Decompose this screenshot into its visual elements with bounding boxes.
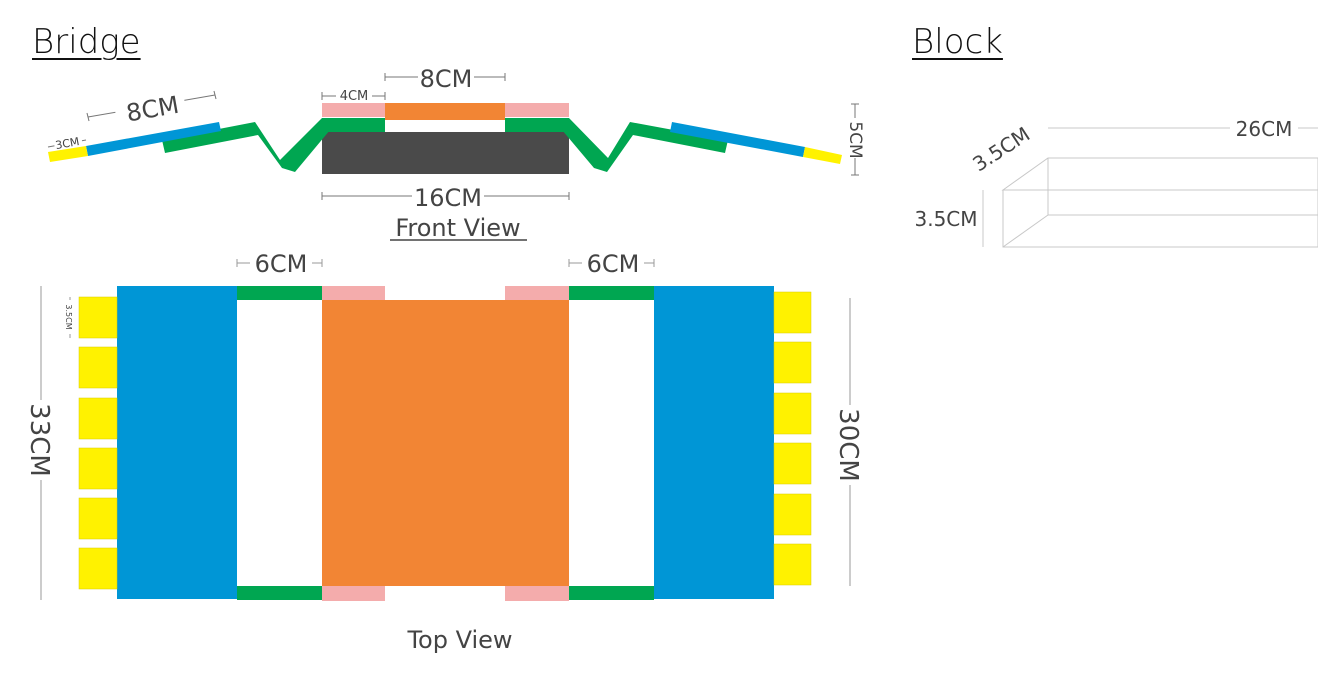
top-yellow-tab-right bbox=[773, 493, 812, 536]
top-yellow-tab-right bbox=[773, 392, 812, 435]
top-green-rail bbox=[569, 286, 654, 300]
block-heading: Block bbox=[912, 22, 1003, 62]
top-dim-right-height: 30CM bbox=[833, 408, 863, 482]
top-dim-left-height: 33CM bbox=[24, 403, 54, 477]
front-pad-right bbox=[505, 103, 569, 117]
block-dim-height: 3.5CM bbox=[914, 207, 977, 231]
block-front-face bbox=[1002, 189, 1318, 248]
top-dim-left-gap: 6CM bbox=[255, 250, 308, 278]
top-yellow-tab-right bbox=[773, 291, 812, 334]
bridge-heading: Bridge bbox=[32, 22, 141, 62]
top-dim-right-gap: 6CM bbox=[587, 250, 640, 278]
front-deck-top bbox=[385, 103, 505, 120]
front-dim-ramp-length: 8CM bbox=[124, 91, 181, 128]
front-yellow-right bbox=[803, 147, 842, 164]
top-yellow-tab-left bbox=[78, 346, 118, 389]
front-base bbox=[322, 132, 569, 174]
top-pink-pad bbox=[505, 586, 569, 601]
top-yellow-tab-left bbox=[78, 547, 118, 590]
front-view: 4CM 8CM 16CM 5CM 8CM 3CM Front View bbox=[47, 64, 865, 242]
top-yellow-tab-right bbox=[773, 543, 812, 586]
front-dim-base: 16CM bbox=[414, 184, 482, 212]
top-pink-pad bbox=[322, 586, 385, 601]
front-dim-deck-top: 8CM bbox=[420, 65, 473, 93]
top-blue-right bbox=[654, 286, 774, 599]
front-green-right-plate bbox=[505, 118, 569, 132]
front-dim-pad: 4CM bbox=[340, 89, 369, 104]
top-view-caption: Top View bbox=[406, 626, 512, 654]
front-green-left-zigzag bbox=[162, 118, 330, 172]
top-green-rail bbox=[569, 586, 654, 600]
top-blue-left bbox=[117, 286, 237, 599]
front-blue-left bbox=[86, 122, 221, 156]
block-top-face bbox=[1001, 157, 1318, 191]
top-dim-tab: 3.5CM bbox=[64, 304, 73, 329]
top-yellow-tab-left bbox=[78, 296, 118, 339]
top-orange-deck bbox=[322, 300, 569, 586]
top-green-rail bbox=[237, 586, 322, 600]
front-view-caption: Front View bbox=[395, 214, 520, 242]
front-dim-height: 5CM bbox=[845, 121, 865, 158]
front-green-right-zigzag bbox=[562, 118, 728, 172]
front-green-left-plate bbox=[322, 118, 385, 132]
top-pink-pad bbox=[505, 286, 569, 300]
top-green-rail bbox=[237, 286, 322, 300]
front-yellow-left bbox=[48, 146, 88, 162]
block-drawing bbox=[982, 127, 1318, 248]
front-blue-right bbox=[670, 122, 805, 157]
top-view: 6CM 6CM 33CM 30CM 3.5CM Top View bbox=[24, 250, 864, 654]
top-yellow-tab-left bbox=[78, 397, 118, 440]
front-dim-ramp-tip: 3CM bbox=[54, 135, 80, 152]
front-pad-left bbox=[322, 103, 385, 117]
top-yellow-tab-left bbox=[78, 447, 118, 490]
block-dim-depth: 3.5CM bbox=[968, 122, 1034, 176]
top-yellow-tab-left bbox=[78, 497, 118, 540]
top-yellow-tab-right bbox=[773, 341, 812, 384]
top-yellow-tab-right bbox=[773, 442, 812, 485]
top-pink-pad bbox=[322, 286, 385, 300]
block-dim-length: 26CM bbox=[1236, 117, 1293, 141]
